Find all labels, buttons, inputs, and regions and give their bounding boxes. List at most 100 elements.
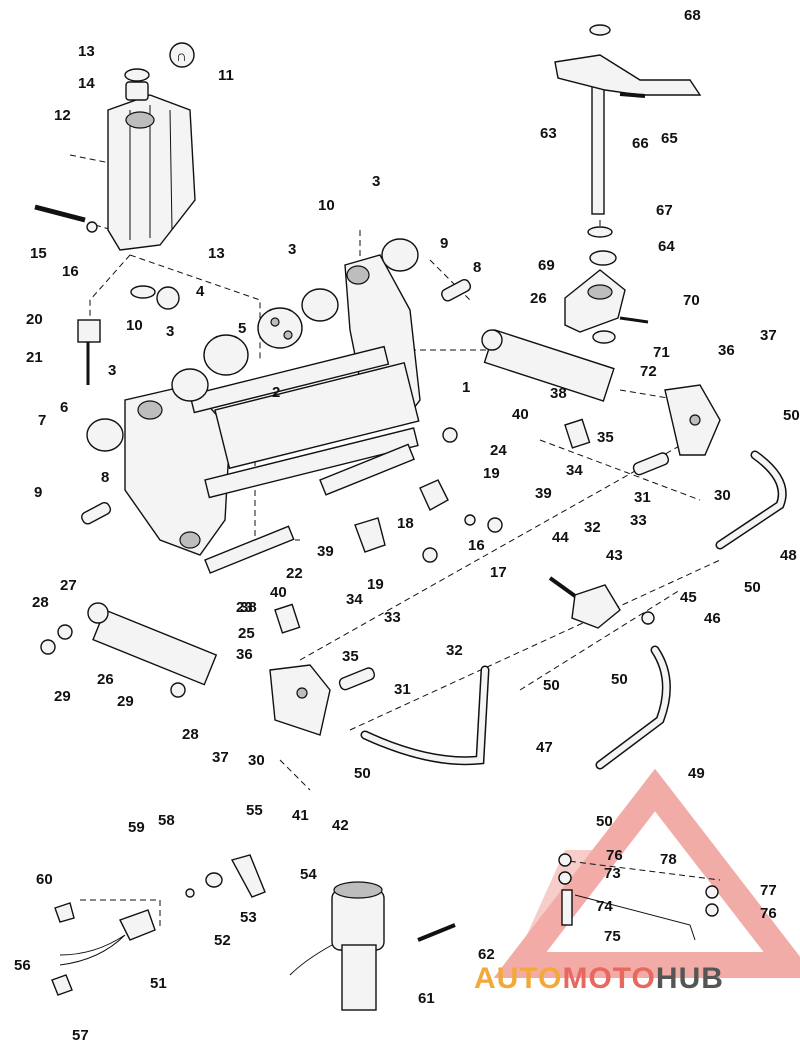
part-11-bracket (107, 94, 196, 251)
part-number-label: 15 (30, 245, 47, 262)
part-3-bushings (86, 238, 419, 452)
part-number-label: 24 (490, 442, 507, 459)
part-number-label: 13 (208, 245, 225, 262)
part-number-label: 50 (354, 765, 371, 782)
part-number-label: 22 (286, 565, 303, 582)
part-number-label: 63 (540, 125, 557, 142)
part-number-label: 73 (604, 865, 621, 882)
part-number-label: 26 (530, 290, 547, 307)
part-number-label: 50 (611, 671, 628, 688)
part-number-label: 11 (218, 67, 234, 84)
part-number-label: 28 (182, 726, 199, 743)
part-number-label: 9 (440, 235, 448, 252)
part-number-label: 72 (640, 363, 657, 380)
svg-text:∩: ∩ (176, 48, 187, 65)
part-number-label: 66 (632, 135, 649, 152)
part-number-label: 3 (372, 173, 380, 190)
part-number-label: 50 (783, 407, 800, 424)
logo-part-1: AUTO (474, 962, 563, 995)
part-number-label: 9 (34, 484, 42, 501)
part-number-label: 53 (240, 909, 257, 926)
part-number-label: 67 (656, 202, 673, 219)
part-22-shaft (204, 427, 503, 574)
logo-part-2: MOTO (562, 962, 656, 995)
part-number-label: 33 (630, 512, 647, 529)
logo-part-3: HUB (655, 962, 724, 995)
part-number-label: 34 (346, 591, 363, 608)
hose-48 (715, 450, 787, 550)
part-number-label: 47 (536, 739, 553, 756)
part-number-label: 45 (680, 589, 697, 606)
part-30-bracket-right (664, 384, 721, 456)
part-number-label: 40 (512, 406, 529, 423)
part-43-valve (548, 576, 655, 629)
part-number-label: 51 (150, 975, 167, 992)
part-13-14-bushing: ∩ (124, 42, 195, 310)
part-number-label: 75 (604, 928, 621, 945)
part-number-label: 12 (54, 107, 71, 124)
part-number-label: 1 (462, 379, 470, 396)
part-number-label: 56 (14, 957, 31, 974)
part-number-label: 10 (318, 197, 335, 214)
hose-47 (360, 665, 490, 766)
part-number-label: 60 (36, 871, 53, 888)
part-number-label: 36 (236, 646, 253, 663)
part-number-label: 42 (332, 817, 349, 834)
part-number-label: 54 (300, 866, 317, 883)
part-number-label: 3 (108, 362, 116, 379)
part-30-bracket-left (269, 664, 331, 736)
part-number-label: 43 (606, 547, 623, 564)
part-number-label: 55 (246, 802, 263, 819)
part-number-label: 34 (566, 462, 583, 479)
part-number-label: 50 (744, 579, 761, 596)
part-number-label: 68 (684, 7, 701, 24)
part-number-label: 29 (117, 693, 134, 710)
part-number-label: 65 (661, 130, 678, 147)
hose-49 (595, 645, 671, 770)
part-number-label: 49 (688, 765, 705, 782)
part-number-label: 16 (468, 537, 485, 554)
part-number-label: 8 (473, 259, 481, 276)
part-number-label: 38 (240, 599, 257, 616)
part-number-label: 37 (212, 749, 229, 766)
part-number-label: 41 (292, 807, 309, 824)
part-number-label: 44 (552, 529, 569, 546)
part-number-label: 38 (550, 385, 567, 402)
part-number-label: 71 (653, 344, 670, 361)
part-number-label: 39 (317, 543, 334, 560)
part-69-housing (564, 269, 649, 344)
part-63-steering-arm (554, 24, 702, 266)
part-number-label: 46 (704, 610, 721, 627)
part-number-label: 30 (248, 752, 265, 769)
part-number-label: 20 (26, 311, 43, 328)
part-number-label: 23 (236, 599, 253, 616)
part-number-label: 62 (478, 946, 495, 963)
part-number-label: 52 (214, 932, 231, 949)
part-number-label: 6 (60, 399, 68, 416)
part-number-label: 32 (446, 642, 463, 659)
part-1-clamp-bracket (124, 254, 421, 556)
part-number-label: 25 (238, 625, 255, 642)
part-number-label: 26 (97, 671, 114, 688)
part-number-label: 32 (584, 519, 601, 536)
part-31-pins (274, 418, 670, 691)
part-number-label: 58 (158, 812, 175, 829)
part-number-label: 61 (418, 990, 435, 1007)
part-number-label: 28 (32, 594, 49, 611)
part-number-label: 27 (60, 577, 77, 594)
part-number-label: 78 (660, 851, 677, 868)
part-51-sensor (51, 902, 156, 996)
part-number-label: 14 (78, 75, 95, 92)
part-26-cylinder-left (40, 602, 218, 698)
part-number-label: 36 (718, 342, 735, 359)
part-15-bolt (34, 204, 98, 233)
part-number-label: 17 (490, 564, 507, 581)
part-number-label: 37 (760, 327, 777, 344)
part-number-label: 70 (683, 292, 700, 309)
part-number-label: 8 (101, 469, 109, 486)
part-number-label: 77 (760, 882, 777, 899)
part-number-label: 13 (78, 43, 95, 60)
part-number-label: 5 (238, 320, 246, 337)
part-number-label: 3 (288, 241, 296, 258)
